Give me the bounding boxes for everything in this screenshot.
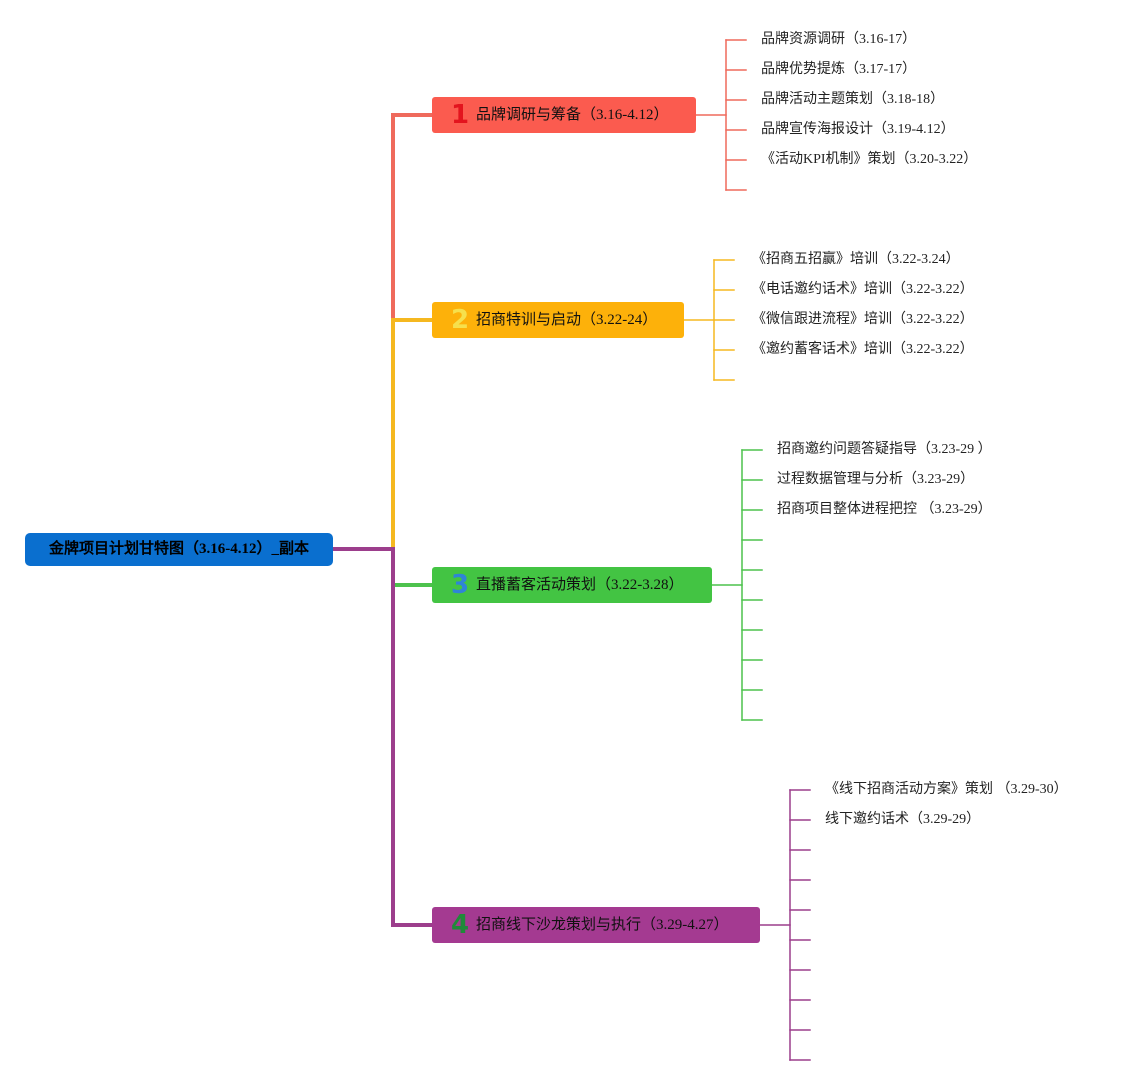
leaf-item[interactable]: 《微信跟进流程》培训（3.22-3.22） <box>752 312 974 327</box>
leaf-item[interactable]: 《线下招商活动方案》策划 （3.29-30） <box>825 782 1068 797</box>
branch-number: 2 <box>450 305 470 335</box>
branch-label: 招商特训与启动（3.22-24） <box>476 312 658 328</box>
leaf-item[interactable]: 品牌优势提炼（3.17-17） <box>761 62 917 77</box>
leaf-item[interactable]: 品牌资源调研（3.16-17） <box>761 32 917 47</box>
leaf-item[interactable]: 《活动KPI机制》策划（3.20-3.22） <box>761 152 978 167</box>
branch-node-1[interactable]: 1 品牌调研与筹备（3.16-4.12） <box>432 97 696 133</box>
leaf-item[interactable]: 《招商五招赢》培训（3.22-3.24） <box>752 252 960 267</box>
branch-number: 4 <box>450 910 470 940</box>
branch-number: 1 <box>450 100 470 130</box>
leaf-item[interactable]: 线下邀约话术（3.29-29） <box>825 812 981 827</box>
branch-node-2[interactable]: 2 招商特训与启动（3.22-24） <box>432 302 684 338</box>
branch-node-4[interactable]: 4 招商线下沙龙策划与执行（3.29-4.27） <box>432 907 760 943</box>
branch-label: 品牌调研与筹备（3.16-4.12） <box>476 107 669 123</box>
branch-label: 招商线下沙龙策划与执行（3.29-4.27） <box>476 917 729 933</box>
leaf-item[interactable]: 品牌宣传海报设计（3.19-4.12） <box>761 122 955 137</box>
root-label: 金牌项目计划甘特图（3.16-4.12）_副本 <box>49 541 309 557</box>
leaf-item[interactable]: 过程数据管理与分析（3.23-29） <box>777 472 975 487</box>
root-node[interactable]: 金牌项目计划甘特图（3.16-4.12）_副本 <box>25 533 333 566</box>
leaf-item[interactable]: 《邀约蓄客话术》培训（3.22-3.22） <box>752 342 974 357</box>
branch-node-3[interactable]: 3 直播蓄客活动策划（3.22-3.28） <box>432 567 712 603</box>
branch-number: 3 <box>450 570 470 600</box>
leaf-item[interactable]: 品牌活动主题策划（3.18-18） <box>761 92 945 107</box>
leaf-item[interactable]: 招商项目整体进程把控 （3.23-29） <box>777 502 992 517</box>
branch-label: 直播蓄客活动策划（3.22-3.28） <box>476 577 684 593</box>
leaf-item[interactable]: 《电话邀约话术》培训（3.22-3.22） <box>752 282 974 297</box>
leaf-item[interactable]: 招商邀约问题答疑指导（3.23-29 ） <box>777 442 992 457</box>
